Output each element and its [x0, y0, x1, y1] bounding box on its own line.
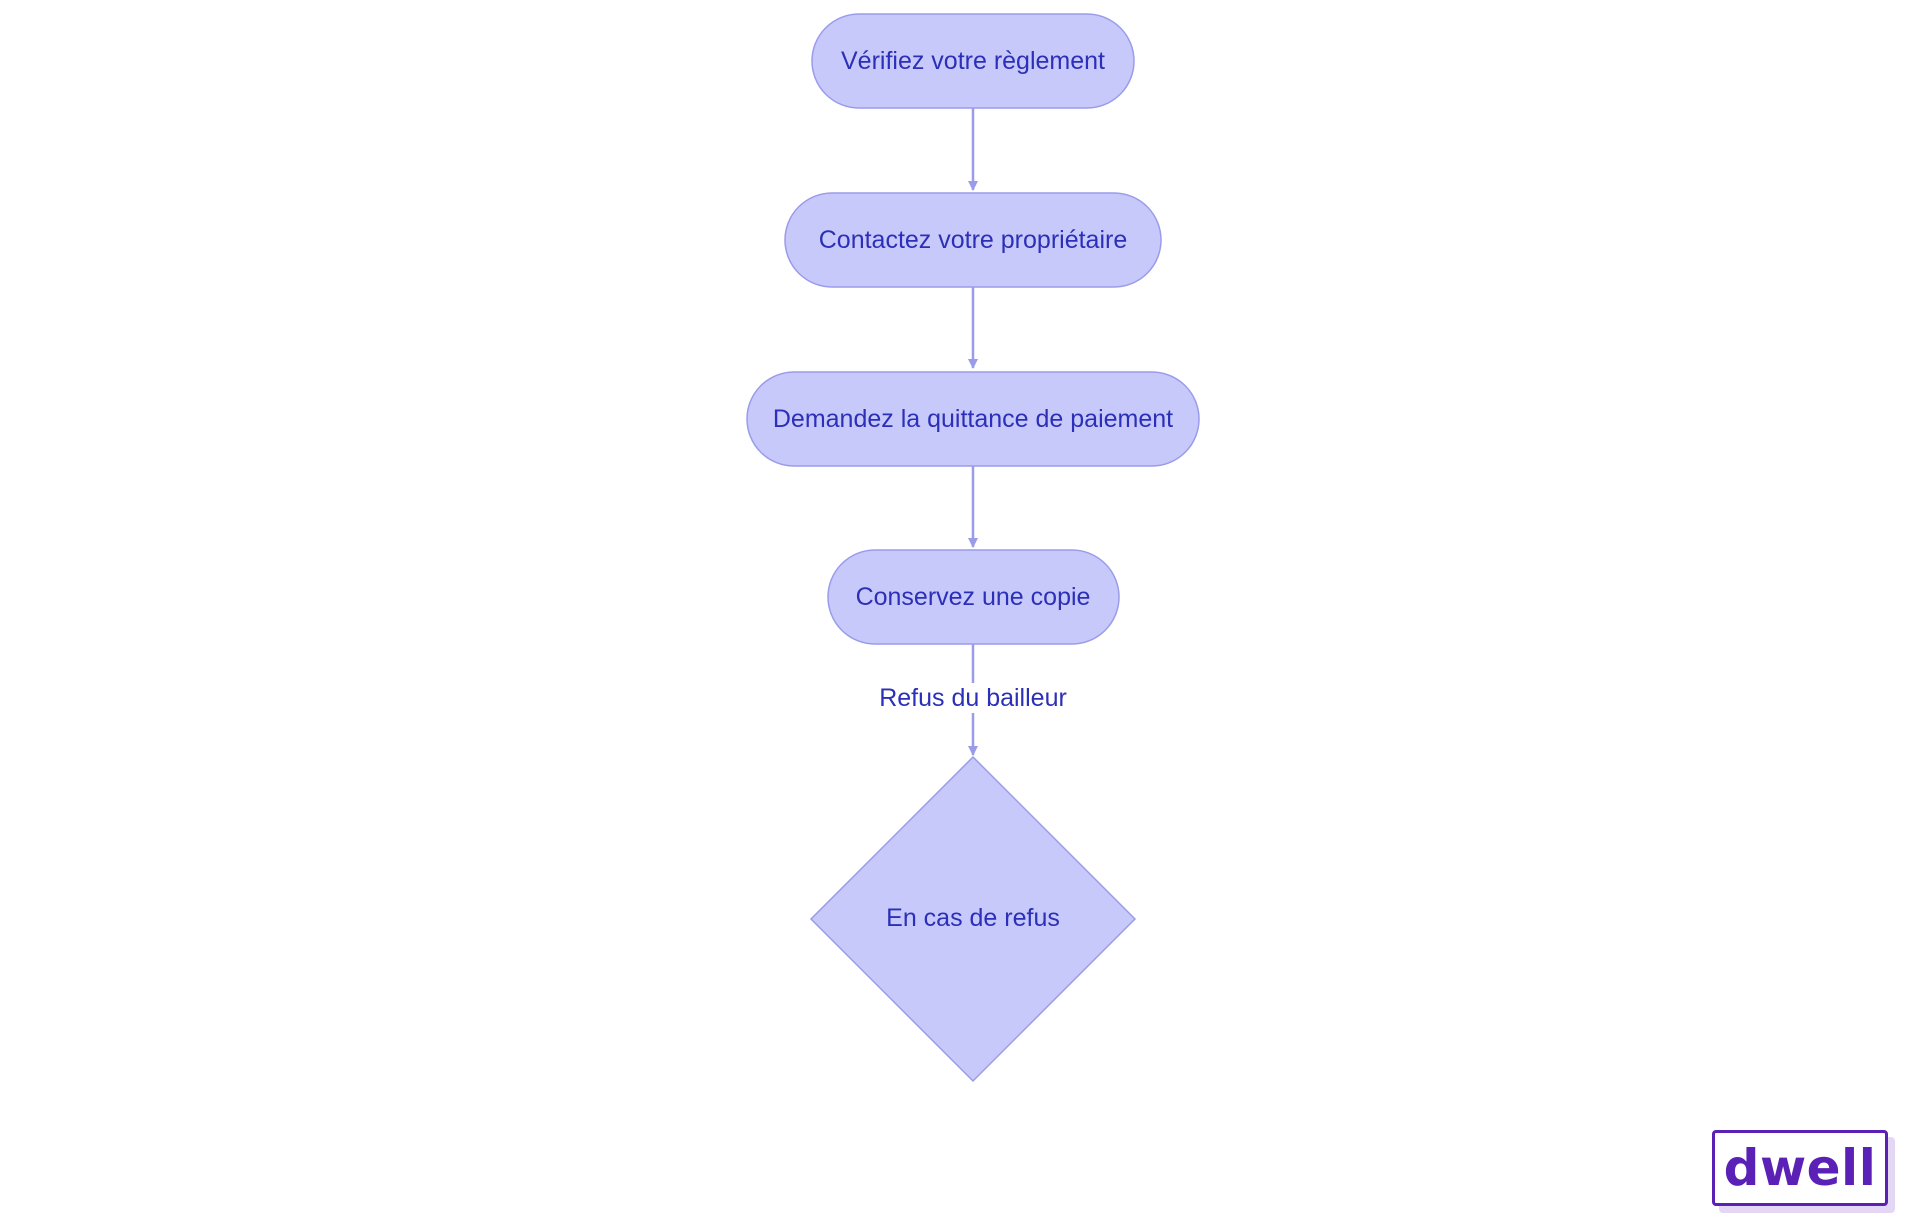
- node-verifiez[interactable]: Vérifiez votre règlement: [811, 13, 1135, 109]
- edge-label-bg: [870, 683, 1076, 713]
- edge-label-refus: Refus du bailleur: [879, 684, 1067, 712]
- node-label: Vérifiez votre règlement: [841, 47, 1105, 75]
- node-label: En cas de refus: [886, 904, 1060, 932]
- node-label: Conservez une copie: [856, 583, 1091, 611]
- node-label: Demandez la quittance de paiement: [773, 405, 1173, 433]
- node-demandez[interactable]: Demandez la quittance de paiement: [746, 371, 1200, 467]
- node-conservez[interactable]: Conservez une copie: [827, 549, 1120, 645]
- edges: Refus du bailleur: [870, 108, 1076, 756]
- nodes: Vérifiez votre règlement Contactez votre…: [746, 13, 1200, 1083]
- node-decision-refus[interactable]: En cas de refus: [809, 755, 1137, 1083]
- node-contactez[interactable]: Contactez votre propriétaire: [784, 192, 1162, 288]
- logo-text: dwell: [1723, 1139, 1877, 1197]
- node-label: Contactez votre propriétaire: [819, 226, 1127, 254]
- dwell-logo: dwell: [1712, 1130, 1888, 1206]
